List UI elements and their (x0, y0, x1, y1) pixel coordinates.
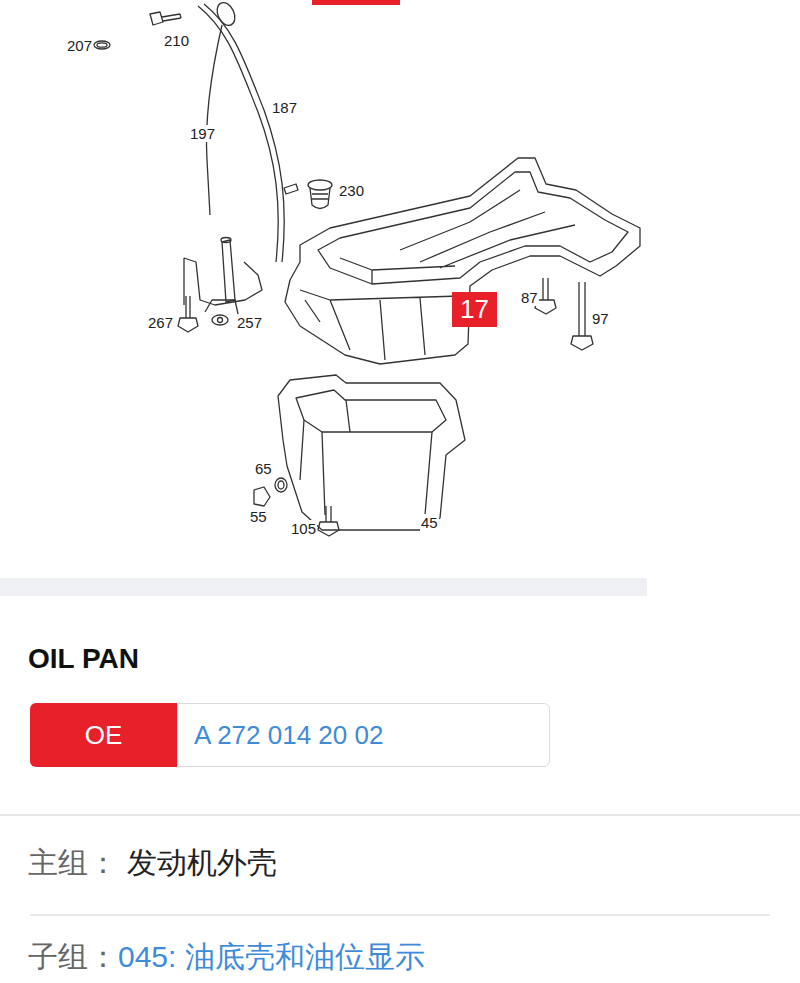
plug-thread (312, 194, 328, 199)
bolt-shaft (162, 14, 181, 21)
separator (30, 914, 770, 916)
parts-drawing (94, 0, 640, 536)
callout-number: 87 (520, 289, 539, 306)
drain-plug (254, 487, 270, 506)
part-title: OIL PAN (28, 643, 139, 675)
grey-band (0, 578, 647, 596)
bolt-head (318, 522, 339, 536)
callout-number: 45 (420, 514, 439, 531)
callout-number: 257 (236, 314, 263, 331)
tube-clip (284, 184, 298, 194)
upper-oil-pan-rim (318, 172, 628, 284)
node-text: 17 (460, 294, 489, 325)
callout-box: 17 (452, 292, 497, 327)
upper-oil-pan-rib (300, 290, 460, 360)
node-text: A 272 014 20 02 (194, 720, 383, 751)
washer (275, 478, 287, 492)
callout-number: 210 (163, 32, 190, 49)
field-value: 发动机外壳 (127, 846, 277, 881)
field-label: 子组： (28, 940, 118, 975)
lower-oil-pan-rim (296, 390, 446, 432)
upper-oil-pan (285, 158, 640, 364)
top-tab (312, 0, 400, 5)
flange (218, 318, 223, 323)
bolt-shaft (186, 296, 190, 318)
callout-number: 55 (249, 508, 268, 525)
plug (310, 188, 330, 209)
plug (308, 180, 332, 190)
part-number-box: A 272 014 20 02 (177, 703, 550, 767)
callout-number: 105 (290, 520, 317, 537)
dipstick (206, 25, 222, 215)
separator (0, 814, 800, 816)
field-label: 主组： (28, 846, 118, 881)
field-link: 045: 油底壳和油位显示 (118, 940, 425, 975)
bolt-head (150, 12, 163, 25)
callout-number: 97 (591, 310, 610, 327)
o-ring (97, 43, 107, 47)
pickup-pipe (221, 238, 231, 243)
callout-number: 65 (254, 460, 273, 477)
bolt-head (178, 318, 198, 332)
bolt-shaft (579, 282, 585, 336)
callout-number: 187 (271, 99, 298, 116)
oe-tag: OE (30, 703, 177, 767)
callout-number: 267 (147, 314, 174, 331)
lower-oil-pan (278, 375, 465, 530)
node-text: OE (85, 720, 123, 751)
dipstick-handle (214, 0, 239, 28)
lower-oil-pan-edge (300, 400, 432, 515)
callout-number: 207 (66, 37, 93, 54)
dipstick-tube (204, 4, 284, 262)
flange (212, 315, 228, 325)
callout-number: 197 (189, 125, 216, 142)
callout-number: 230 (338, 182, 365, 199)
flange (205, 300, 238, 314)
washer (278, 481, 284, 489)
bolt-shaft (326, 506, 331, 522)
bolt-shaft (543, 278, 548, 300)
o-ring (94, 41, 110, 49)
upper-oil-pan-rib (340, 190, 575, 284)
bolt-head (571, 336, 593, 350)
pickup-pipe (222, 240, 235, 302)
